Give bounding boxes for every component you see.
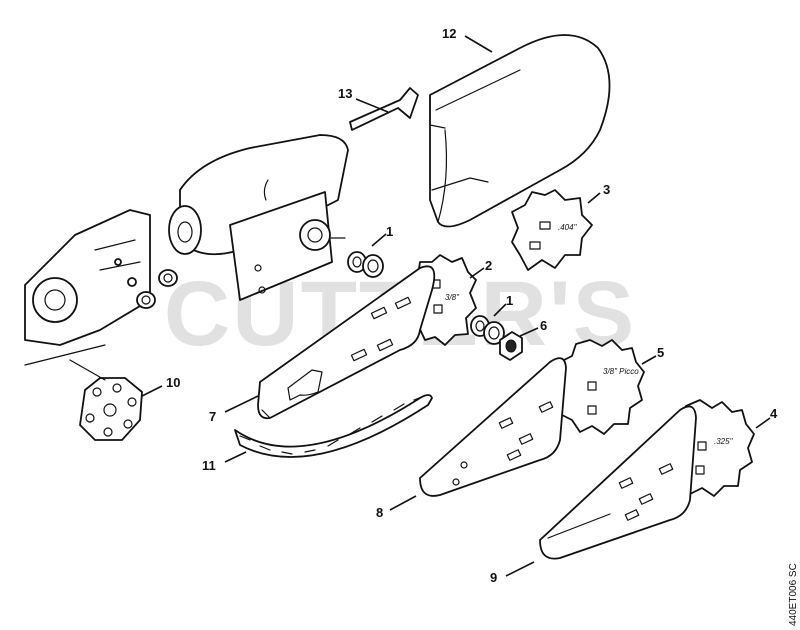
callout-13: 13 xyxy=(338,86,352,101)
callout-12: 12 xyxy=(442,26,456,41)
part-1-washers-lower[interactable] xyxy=(470,315,505,345)
callout-6: 6 xyxy=(540,318,547,333)
callout-5: 5 xyxy=(657,345,664,360)
callout-1-upper: 1 xyxy=(386,224,393,239)
part-9-guide-bar[interactable] xyxy=(539,405,697,560)
part-3-sprocket-404[interactable]: .404" xyxy=(511,189,593,271)
callout-8: 8 xyxy=(376,505,383,520)
sprocket-2-marking: 3/8" xyxy=(445,293,460,302)
gearbox-housing xyxy=(168,134,349,301)
part-7-guide-bar[interactable] xyxy=(257,265,436,420)
callout-3: 3 xyxy=(603,182,610,197)
reference-code: 440ET006 SC xyxy=(788,563,799,626)
part-6-nut[interactable] xyxy=(499,331,523,361)
callout-9: 9 xyxy=(490,570,497,585)
sprocket-4-marking: .325" xyxy=(714,437,734,446)
engine-spacers xyxy=(136,269,178,309)
callout-10: 10 xyxy=(166,375,180,390)
part-11-saw-chain[interactable] xyxy=(234,394,433,458)
callout-2: 2 xyxy=(485,258,492,273)
leader-lines xyxy=(141,35,771,577)
callout-1-lower: 1 xyxy=(506,293,513,308)
part-8-guide-bar[interactable] xyxy=(419,357,567,497)
part-10-rim-sprocket[interactable] xyxy=(69,359,143,441)
engine-side-cover xyxy=(24,209,151,366)
callout-4: 4 xyxy=(770,406,778,421)
part-12-bar-guard[interactable] xyxy=(429,34,611,228)
callout-11: 11 xyxy=(202,458,216,473)
part-13-hex-key[interactable] xyxy=(349,87,419,131)
callout-labels: 12 13 3 1 2 1 6 5 10 7 4 11 8 9 xyxy=(166,26,778,585)
part-1-washers-upper[interactable] xyxy=(347,251,384,278)
callout-7: 7 xyxy=(209,409,216,424)
sprocket-5-marking: 3/8" Picco xyxy=(603,367,639,376)
sprocket-3-marking: .404" xyxy=(558,223,578,232)
